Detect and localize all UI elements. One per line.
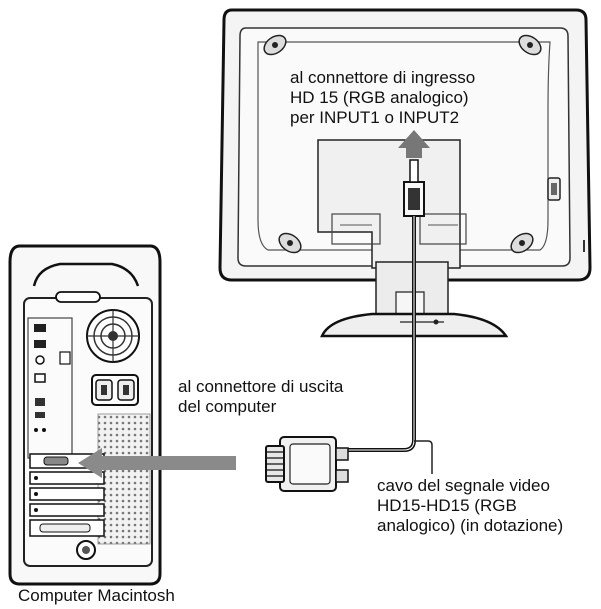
computer-output-connector-label: al connettore di uscita del computer [178,377,343,417]
fan-grille-icon [86,309,140,363]
video-cable-label: cavo del segnale video HD15-HD15 (RGB an… [377,476,563,536]
screw-icon [510,232,534,254]
label-line: al connettore di ingresso [290,68,476,87]
label-line: al connettore di uscita [178,377,344,396]
screw-icon [263,34,287,56]
power-button-icon [76,540,96,560]
monitor-back [218,8,592,338]
label-line: del computer [178,397,277,416]
macintosh-computer [8,244,162,586]
screw-icon [518,34,542,56]
video-cable [265,216,433,492]
arrow-left-icon [78,448,236,478]
monitor-input-connector-label: al connettore di ingresso HD 15 (RGB ana… [290,68,475,128]
label-line: HD 15 (RGB analogico) [290,88,469,107]
label-line: per INPUT1 o INPUT2 [290,108,460,127]
computer-name-caption: Computer Macintosh [18,586,175,605]
label-line: HD15-HD15 (RGB [377,496,517,515]
arrow-up-icon [398,130,430,158]
label-line: analogico) (in dotazione) [377,516,564,535]
label-line: cavo del segnale video [377,476,550,495]
screw-icon [278,232,302,254]
